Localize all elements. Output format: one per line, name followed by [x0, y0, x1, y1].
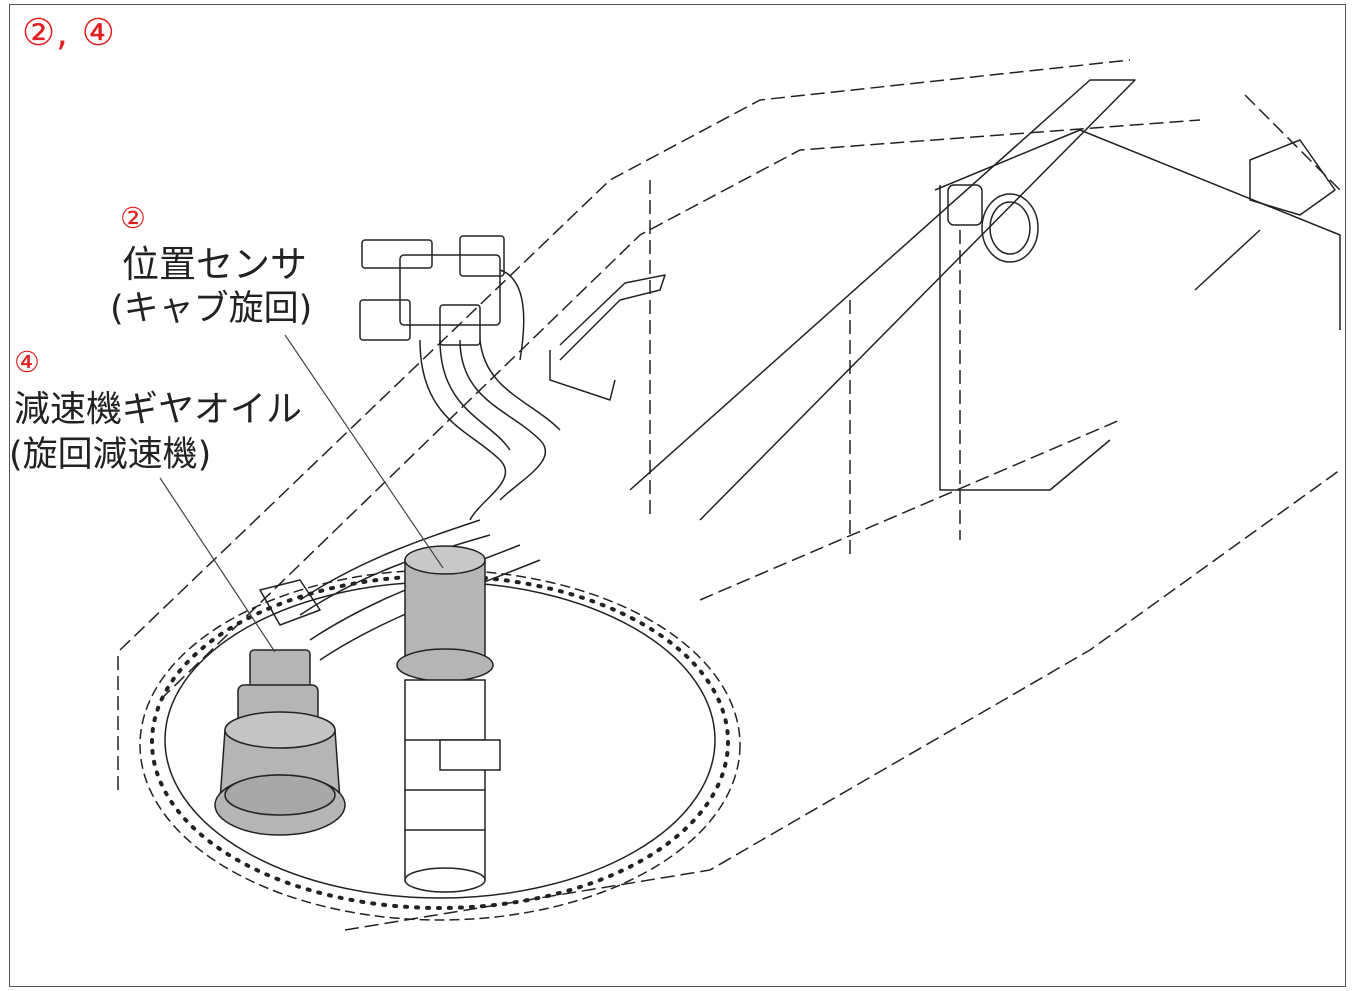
page-title: ②, ④: [22, 11, 116, 54]
callout-4-sublabel: (旋回減速機): [9, 435, 212, 475]
swivel-joint: [396, 545, 501, 893]
diagram-frame: [9, 4, 1346, 987]
callout-4-label: 減速機ギヤオイル: [14, 389, 303, 430]
frame-structure: [629, 79, 1341, 521]
frame-hole: [981, 193, 1039, 263]
callout-4-number: ④: [14, 345, 40, 379]
valve-assembly: [359, 235, 666, 521]
swing-reducer: [214, 649, 346, 836]
callout-2-sublabel: (キャブ旋回): [110, 289, 313, 329]
turntable-ring-outer: [139, 569, 741, 921]
callout-2-number: ②: [120, 201, 146, 235]
leader-lines: [159, 334, 444, 653]
callout-2-label: 位置センサ: [122, 243, 307, 286]
